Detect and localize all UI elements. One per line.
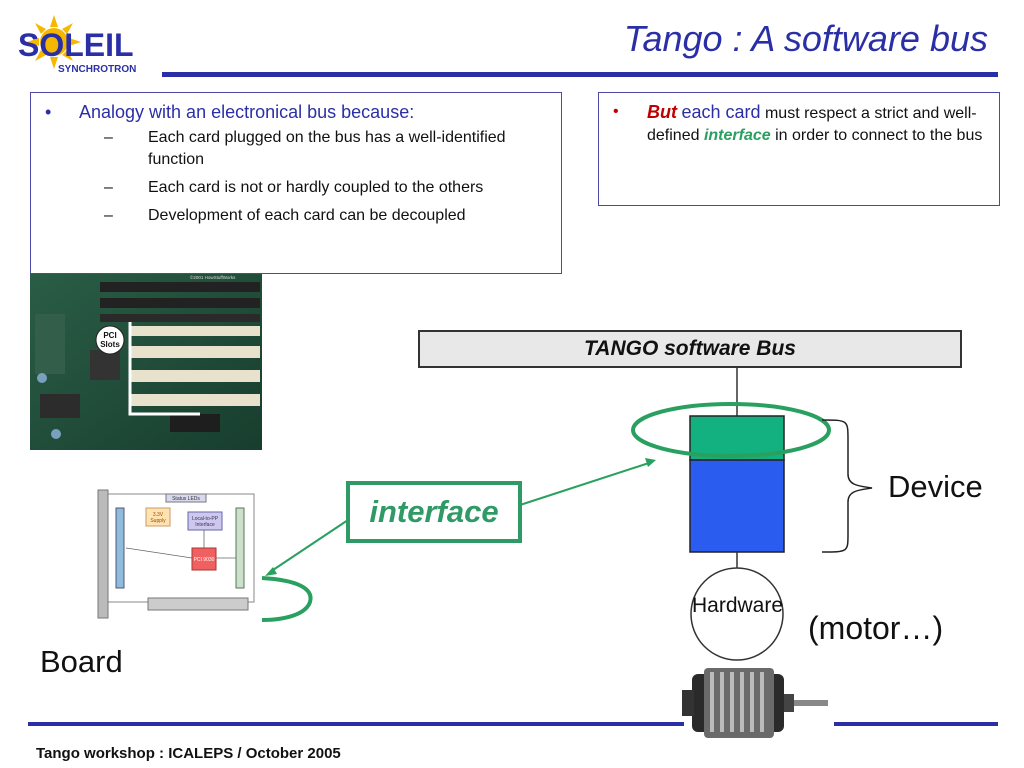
photo-credit: ©2001 HowStuffWorks bbox=[190, 274, 236, 280]
footer-line-right bbox=[834, 722, 998, 726]
arrow-to-device bbox=[519, 461, 653, 506]
sun-icon bbox=[27, 15, 81, 69]
note-text-1: must respect a strict and well-defined bbox=[647, 105, 977, 144]
analogy-text: Analogy with an electronical bus because… bbox=[79, 102, 415, 122]
board-label: Board bbox=[40, 644, 123, 679]
hardware-circle bbox=[690, 567, 784, 661]
each-card-word: each card bbox=[681, 102, 761, 122]
motor-photo bbox=[682, 668, 828, 738]
supply-label-1: 3.3V bbox=[153, 512, 164, 518]
supply-label-2: Supply bbox=[150, 518, 166, 524]
slide-title: Tango : A software bus bbox=[623, 18, 988, 59]
device-body-block bbox=[689, 459, 785, 553]
device-brace bbox=[821, 419, 873, 553]
motor-label: (motor…) bbox=[808, 610, 944, 646]
device-label: Device bbox=[888, 469, 983, 504]
pci-label-1: PCI bbox=[103, 331, 116, 340]
local-label-1: Local-to-PP bbox=[192, 516, 219, 522]
footer-line-left bbox=[28, 722, 684, 726]
interface-note-box: • But each card must respect a strict an… bbox=[598, 92, 1000, 206]
soleil-logo: SOLEIL SYNCHROTRON bbox=[18, 15, 136, 75]
bullet-icon: • bbox=[45, 102, 52, 122]
footer-text: Tango workshop : ICALEPS / October 2005 bbox=[36, 745, 341, 762]
local-label-2: Interface bbox=[195, 522, 215, 528]
pci-chip-label: PCI 9030 bbox=[194, 557, 215, 563]
hardware-label: Hardware bbox=[692, 594, 784, 617]
pci-label-2: Slots bbox=[100, 340, 120, 349]
interface-label-box: interface bbox=[346, 481, 522, 543]
pci-card-drawing: Status LEDs 3.3V Supply Local-to-PP Inte… bbox=[97, 489, 255, 619]
list-item: –Development of each card can be decoupl… bbox=[104, 207, 466, 224]
status-led-label: Status LEDs bbox=[172, 496, 200, 502]
list-item: –Each card is not or hardly coupled to t… bbox=[104, 179, 484, 196]
analogy-subitems: –Each card plugged on the bus has a well… bbox=[31, 127, 551, 227]
analogy-bullet: • Analogy with an electronical bus becau… bbox=[31, 101, 551, 123]
arrowhead-device-icon bbox=[645, 458, 656, 467]
list-item: –Each card plugged on the bus has a well… bbox=[104, 129, 506, 168]
arrow-to-board bbox=[269, 519, 349, 573]
tango-bus-bar: TANGO software Bus bbox=[418, 330, 962, 368]
interface-ellipse bbox=[631, 402, 831, 458]
motherboard-photo: PCI Slots ©2001 HowStuffWorks bbox=[30, 274, 262, 450]
note-text-2: in order to connect to the bus bbox=[775, 127, 983, 144]
bullet-icon: • bbox=[613, 103, 619, 120]
interface-note: • But each card must respect a strict an… bbox=[599, 101, 991, 147]
analogy-box: • Analogy with an electronical bus becau… bbox=[30, 92, 562, 274]
board-interface-arc bbox=[261, 576, 313, 622]
logo-brand: SOLEIL bbox=[18, 27, 134, 63]
title-underline bbox=[162, 72, 998, 77]
but-word: But bbox=[647, 102, 677, 122]
interface-word: interface bbox=[703, 127, 771, 144]
logo-subtitle: SYNCHROTRON bbox=[58, 64, 136, 75]
arrowhead-board-icon bbox=[265, 567, 277, 576]
